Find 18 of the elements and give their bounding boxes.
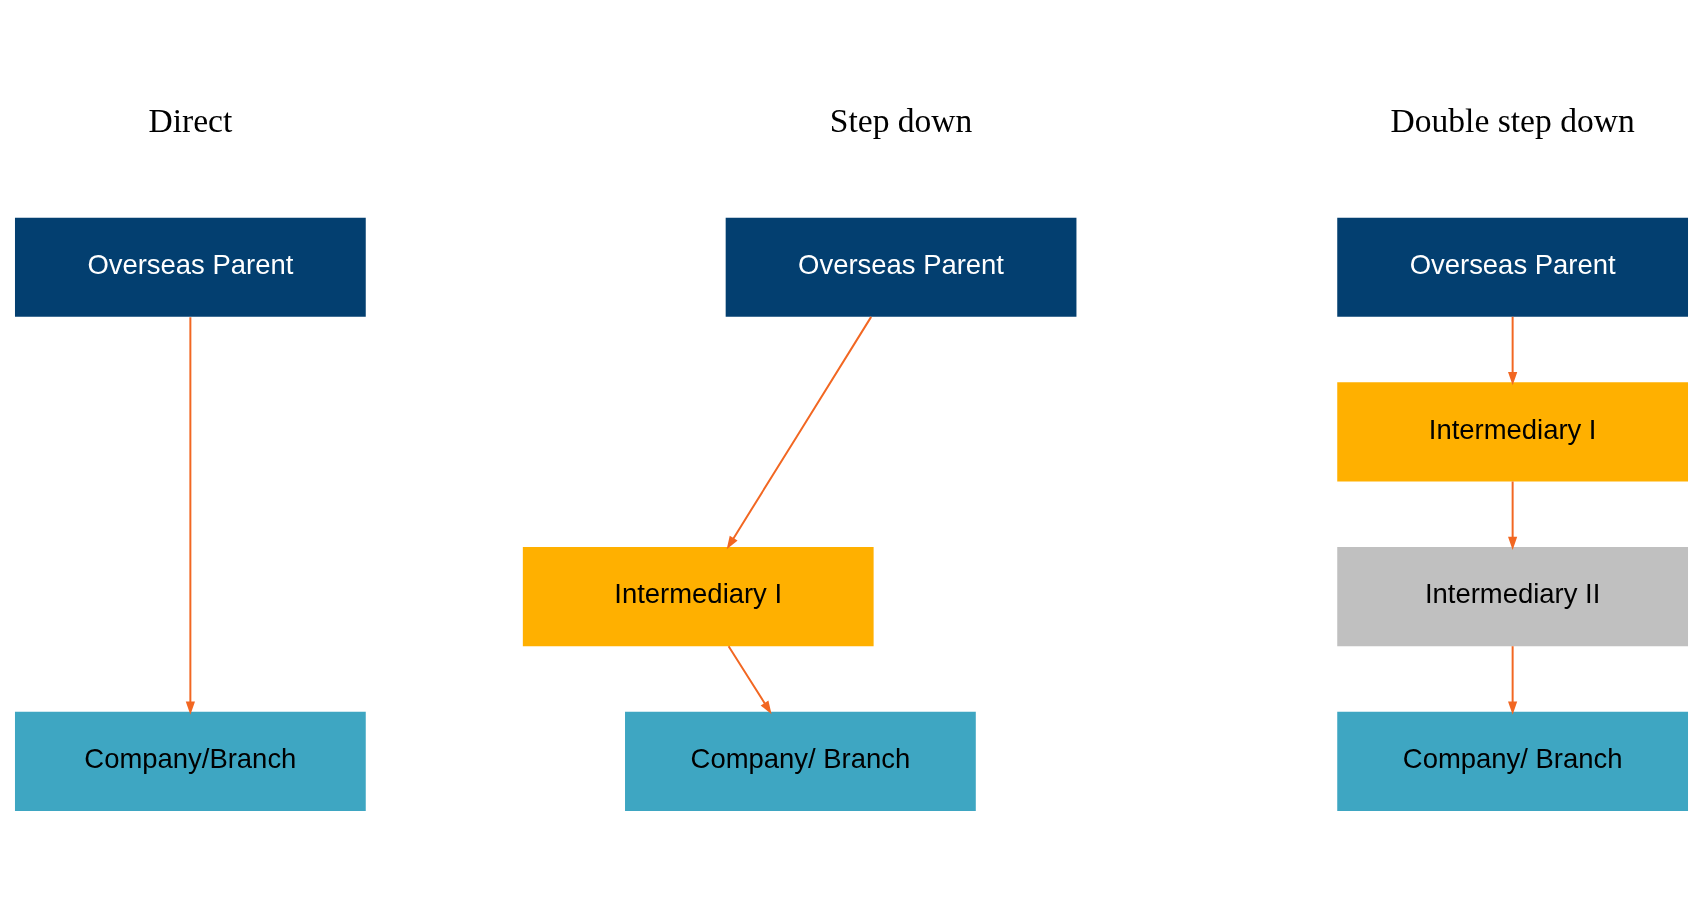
node-box: Intermediary I — [522, 547, 874, 647]
node-box: Company/ Branch — [625, 711, 976, 811]
arrow — [726, 315, 873, 550]
node-box: Intermediary I — [1337, 382, 1688, 482]
label: Direct — [148, 101, 233, 139]
node-box: Company/ Branch — [1337, 711, 1688, 811]
arrow — [185, 316, 195, 715]
node-box: Overseas Parent — [15, 217, 366, 317]
node-box: Intermediary II — [1337, 547, 1688, 647]
label: Double step down — [1390, 101, 1635, 139]
arrow — [727, 645, 772, 715]
arrow — [1508, 315, 1518, 386]
arrow — [1508, 480, 1518, 550]
node-box: Overseas Parent — [1337, 217, 1688, 317]
node-box: Company/Branch — [15, 711, 366, 811]
label: Step down — [829, 101, 973, 139]
arrow — [1508, 645, 1518, 715]
node-box: Overseas Parent — [725, 217, 1077, 317]
